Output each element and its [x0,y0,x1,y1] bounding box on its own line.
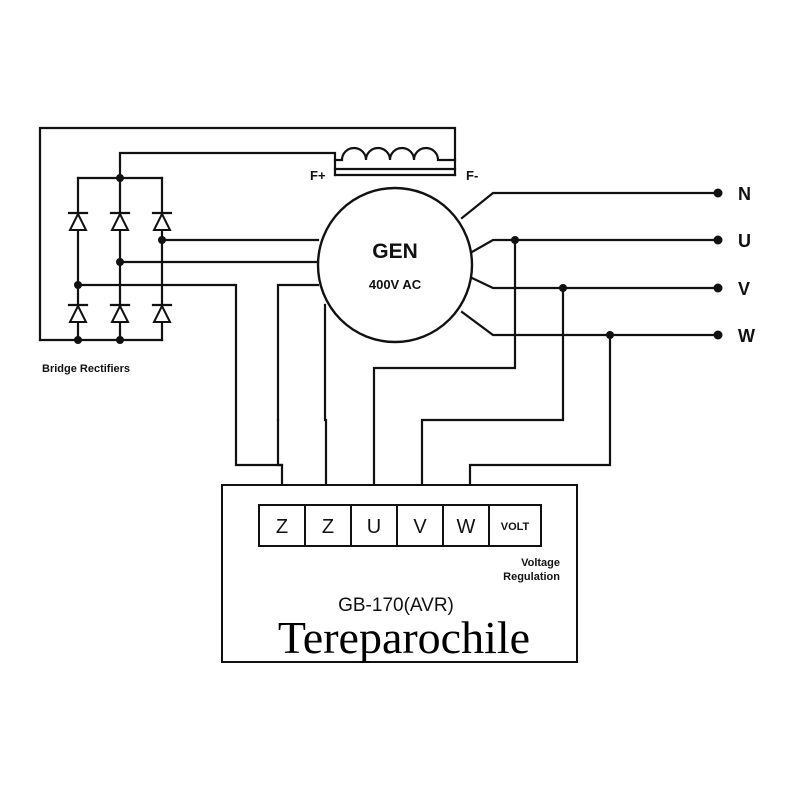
avr-terminal-w [442,504,490,547]
lead-w [460,310,720,337]
avr-model-label: GB-170(AVR) [338,595,454,616]
avr-caption-line2: Regulation [503,571,560,583]
junction-dot [74,336,82,344]
output-terminal-v [713,283,723,293]
lead-v [470,276,720,290]
rectifier-ac-input-3 [76,283,284,507]
field-positive-label: F+ [310,168,326,183]
output-label-v: V [738,279,750,299]
avr-terminal-volt [488,504,542,547]
diode-upper-3 [151,211,173,231]
generator-rating: 400V AC [369,277,422,292]
junction-dot [116,174,124,182]
output-terminal-u [713,235,723,245]
field-coil [333,146,457,177]
junction-dot [559,284,567,292]
avr-terminal-volt-label: VOLT [501,521,530,533]
output-label-w: W [738,326,755,346]
avr-terminal-z1 [258,504,306,547]
sense-u-wire [372,238,517,507]
output-terminal-n [713,188,723,198]
junction-dot [606,331,614,339]
avr-terminal-z1-label: Z [276,516,288,538]
junction-dot [116,336,124,344]
rectifier-label: Bridge Rectifiers [42,363,130,375]
lead-n [460,191,720,220]
diode-upper-2 [109,211,131,231]
diode-upper-1 [67,211,89,231]
diode-lower-1 [67,303,89,323]
avr-terminal-u [350,504,398,547]
avr-module: Z Z U V W VOLT Voltage Regulation GB-170… [221,484,578,663]
generator-circle [316,186,474,344]
coil-windings [333,146,457,162]
avr-terminal-z2 [304,504,352,547]
watermark-text: Tereparochile [278,612,530,663]
diode-lower-3 [151,303,173,323]
field-return-wire [38,126,457,342]
field-negative-label: F- [466,168,478,183]
bridge-rectifier [38,174,173,344]
avr-terminal-v-label: V [413,516,427,538]
junction-dot [511,236,519,244]
gen-to-z1-wire [276,283,320,422]
lead-u [470,238,720,254]
output-terminal-w [713,330,723,340]
field-feed-wire [118,151,337,180]
z1-terminal-wire [276,418,284,467]
avr-terminal-u-label: U [367,516,381,538]
avr-terminal-z2-label: Z [322,516,334,538]
generator: GEN 400V AC [316,186,474,344]
output-label-n: N [738,184,751,204]
avr-terminal-strip: Z Z U V W VOLT [258,504,542,547]
sense-v-wire [420,286,565,507]
avr-caption-line1: Voltage [521,557,560,569]
output-label-u: U [738,231,751,251]
diode-lower-2 [109,303,131,323]
gen-to-z2-wire [323,303,328,507]
avr-terminal-w-label: W [457,516,476,538]
generator-label: GEN [372,240,418,263]
